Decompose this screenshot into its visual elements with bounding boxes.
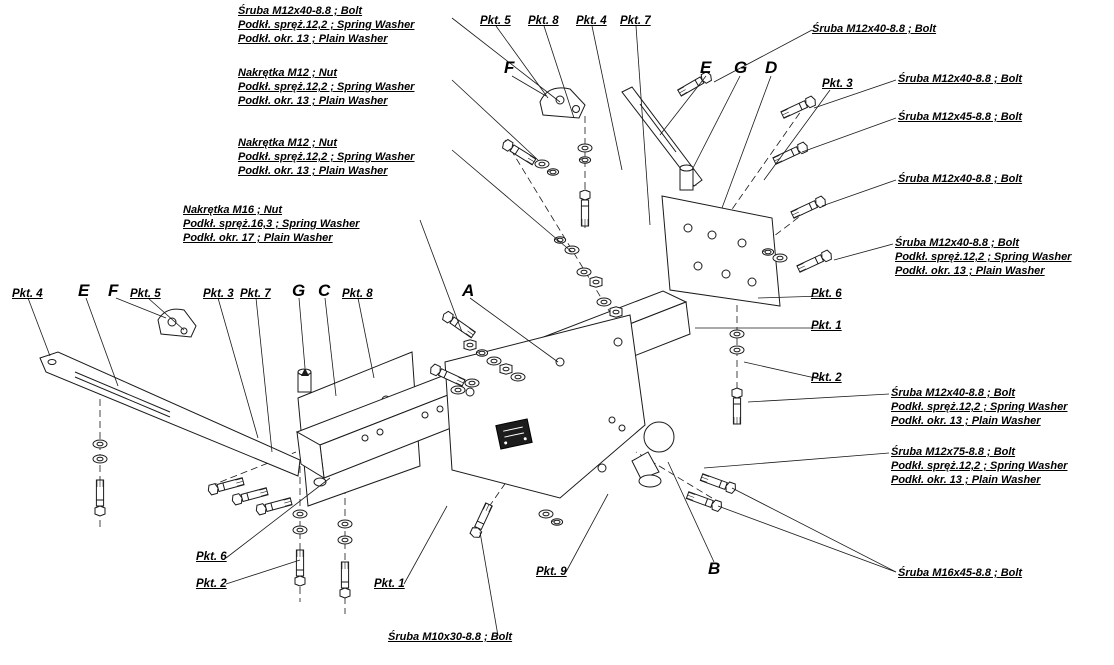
point-label-2-bottom: Pkt. 2	[196, 578, 227, 590]
callout-line: Śruba M12x75-8.8 ; Bolt	[891, 446, 1016, 458]
callout-line: Podkł. okr. 13 ; Plain Washer	[891, 415, 1041, 428]
callout-line: Podkł. spręż.16,3 ; Spring Washer	[183, 218, 360, 231]
callout-line: Podkł. spręż.12,2 ; Spring Washer	[238, 151, 415, 164]
callout-line: Śruba M16x45-8.8 ; Bolt	[898, 567, 1023, 579]
top-bracket	[539, 87, 586, 119]
callout-bolt-m12x40-r4: Śruba M12x40-8.8 ; Bolt Podkł. spręż.12,…	[891, 386, 1067, 428]
callout-bolt-m10x30: Śruba M10x30-8.8 ; Bolt	[388, 630, 512, 644]
callout-bolt-m12x40-topleft: Śruba M12x40-8.8 ; Bolt Podkł. spręż.12,…	[238, 4, 414, 46]
callout-line: Śruba M12x40-8.8 ; Bolt	[812, 23, 937, 35]
callout-line: Podkł. spręż.12,2 ; Spring Washer	[238, 81, 415, 94]
callout-bolt-m16x45: Śruba M16x45-8.8 ; Bolt	[898, 566, 1022, 580]
callout-line: Podkł. okr. 13 ; Plain Washer	[895, 265, 1045, 278]
letter-label-g-top: G	[734, 58, 748, 77]
point-label-3-right: Pkt. 3	[822, 78, 853, 90]
letter-label-e-top: E	[700, 58, 712, 77]
callout-line: Śruba M10x30-8.8 ; Bolt	[388, 631, 513, 643]
callout-line: Podkł. okr. 13 ; Plain Washer	[891, 474, 1041, 487]
point-label-3-left: Pkt. 3	[203, 288, 234, 300]
left-bracket-f	[157, 308, 197, 338]
callout-line: Podkł. spręż.12,2 ; Spring Washer	[891, 401, 1068, 414]
callout-nut-m12-2: Nakrętka M12 ; Nut Podkł. spręż.12,2 ; S…	[238, 136, 414, 178]
callout-line: Podkł. okr. 17 ; Plain Washer	[183, 232, 333, 245]
letter-label-a: A	[462, 281, 475, 300]
stay-strip	[621, 86, 703, 191]
callout-line: Podkł. spręż.12,2 ; Spring Washer	[891, 460, 1068, 473]
point-label-6-bottom: Pkt. 6	[196, 551, 227, 563]
callout-line: Podkł. spręż.12,2 ; Spring Washer	[238, 19, 415, 32]
callout-line: Podkł. okr. 13 ; Plain Washer	[238, 165, 388, 178]
fasteners	[92, 70, 834, 599]
callout-line: Nakrętka M12 ; Nut	[238, 137, 338, 149]
point-label-1-right: Pkt. 1	[811, 320, 842, 332]
left-side-arm	[39, 351, 301, 477]
callout-nut-m12-1: Nakrętka M12 ; Nut Podkł. spręż.12,2 ; S…	[238, 66, 414, 108]
letter-label-g-left: G	[292, 281, 306, 300]
callout-bolt-m12x75: Śruba M12x75-8.8 ; Bolt Podkł. spręż.12,…	[891, 445, 1067, 487]
point-label-5-left: Pkt. 5	[130, 288, 161, 300]
point-label-1-bottom: Pkt. 1	[374, 578, 405, 590]
point-label-9-bottom: Pkt. 9	[536, 566, 567, 578]
callout-line: Śruba M12x40-8.8 ; Bolt	[898, 73, 1023, 85]
callout-bolt-m12x40-r3: Śruba M12x40-8.8 ; Bolt Podkł. spręż.12,…	[895, 236, 1071, 278]
letter-label-e-left: E	[78, 281, 90, 300]
callout-line: Nakrętka M12 ; Nut	[238, 67, 338, 79]
point-label-8-top: Pkt. 8	[528, 15, 559, 27]
point-label-2-right: Pkt. 2	[811, 372, 842, 384]
callout-line: Śruba M12x45-8.8 ; Bolt	[898, 111, 1023, 123]
letter-label-d-top: D	[765, 58, 778, 77]
point-label-4-top: Pkt. 4	[576, 15, 607, 27]
letter-label-b: B	[708, 559, 721, 578]
tow-ball	[631, 421, 675, 488]
right-bracket	[661, 195, 781, 307]
callout-line: Śruba M12x40-8.8 ; Bolt	[891, 387, 1016, 399]
point-label-5-top: Pkt. 5	[480, 15, 511, 27]
callout-bolt-m12x40-topright: Śruba M12x40-8.8 ; Bolt	[812, 22, 936, 36]
point-label-7-top: Pkt. 7	[620, 15, 651, 27]
callout-line: Śruba M12x40-8.8 ; Bolt	[898, 173, 1023, 185]
point-label-7-left: Pkt. 7	[240, 288, 271, 300]
callout-line: Nakrętka M16 ; Nut	[183, 204, 283, 216]
callout-line: Podkł. okr. 13 ; Plain Washer	[238, 95, 388, 108]
letter-label-c-left: C	[318, 281, 331, 300]
callout-line: Śruba M12x40-8.8 ; Bolt	[238, 5, 363, 17]
callout-bolt-m12x45: Śruba M12x45-8.8 ; Bolt	[898, 110, 1022, 124]
callout-nut-m16: Nakrętka M16 ; Nut Podkł. spręż.16,3 ; S…	[183, 203, 359, 245]
assembly-axes	[99, 91, 817, 614]
callout-line: Podkł. spręż.12,2 ; Spring Washer	[895, 251, 1072, 264]
callout-bolt-m12x40-r1: Śruba M12x40-8.8 ; Bolt	[898, 72, 1022, 86]
callout-line: Śruba M12x40-8.8 ; Bolt	[895, 237, 1020, 249]
point-label-6-right: Pkt. 6	[811, 288, 842, 300]
letter-label-f-top: F	[504, 58, 515, 77]
letter-label-f-left: F	[108, 281, 119, 300]
callout-bolt-m12x40-r2: Śruba M12x40-8.8 ; Bolt	[898, 172, 1022, 186]
point-label-8-left: Pkt. 8	[342, 288, 373, 300]
point-label-4-left: Pkt. 4	[12, 288, 43, 300]
leader-lines	[27, 17, 897, 637]
callout-line: Podkł. okr. 13 ; Plain Washer	[238, 33, 388, 46]
